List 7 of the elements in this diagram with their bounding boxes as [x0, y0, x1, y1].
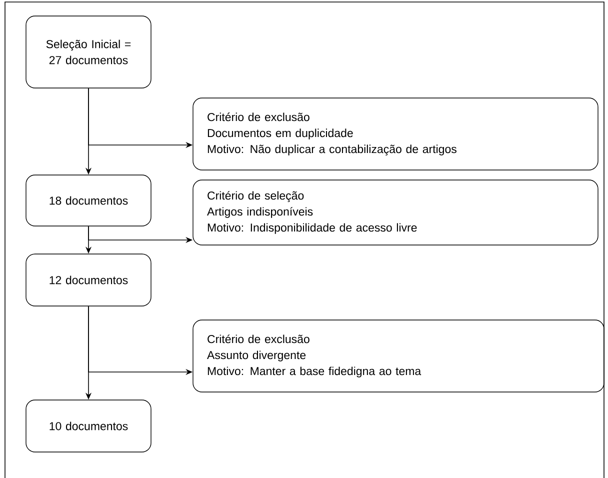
count-box: 10 documentos — [26, 400, 152, 452]
count-box: 12 documentos — [26, 254, 152, 306]
count-box: 18 documentos — [26, 174, 152, 226]
criteria-box: Critério de exclusão Documentos em duplicidade Motivo: Não duplicar a contabilização de artigos — [192, 98, 598, 170]
criteria-box: Critério de seleção Artigos indisponíveis Motivo: Indisponibilidade de acesso livre — [192, 180, 598, 246]
count-box: Seleção Inicial = 27 documentos — [26, 16, 152, 88]
criteria-box: Critério de exclusão Assunto divergente Motivo: Manter a base fidedigna ao tema — [192, 320, 604, 392]
